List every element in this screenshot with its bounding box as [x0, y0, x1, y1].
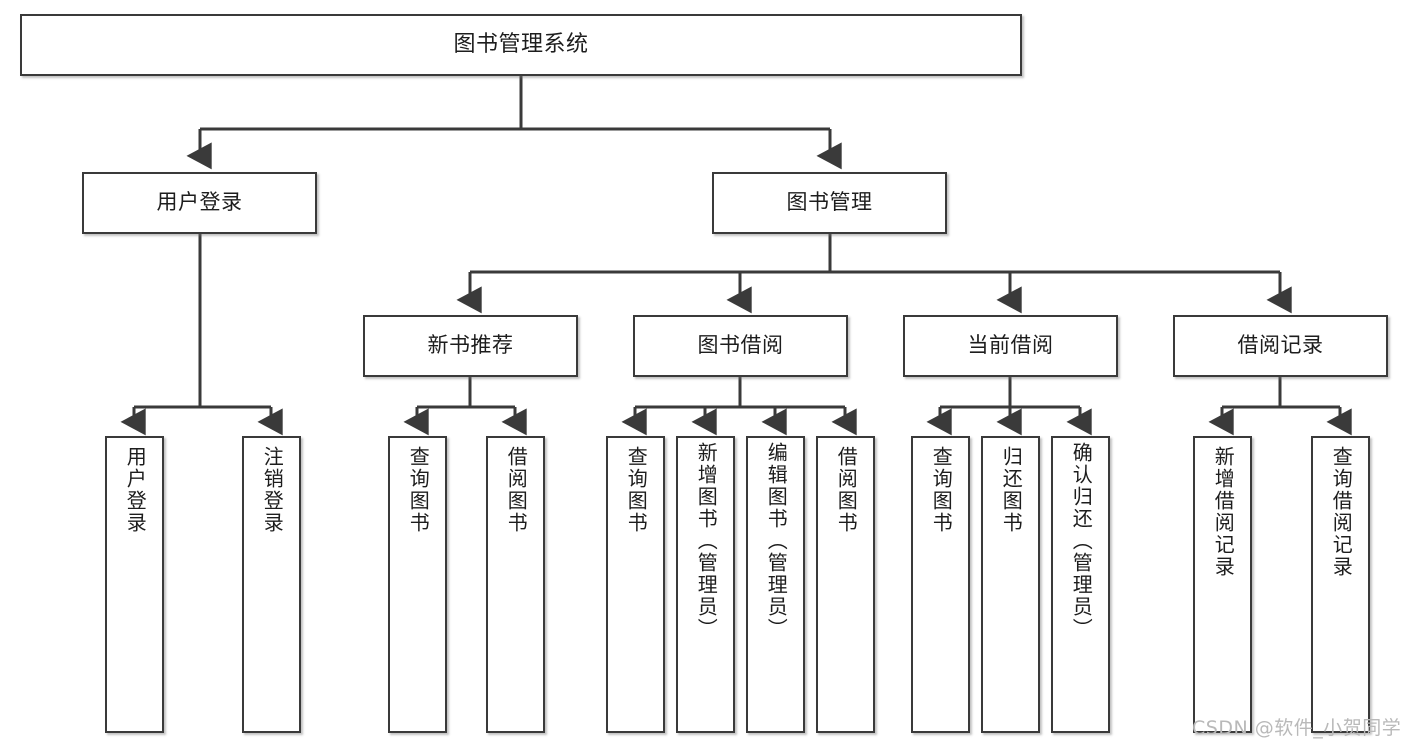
node-label: 图书管理系统: [453, 31, 589, 57]
node-label: 借阅图书: [834, 446, 859, 534]
node-label: 借阅记录: [1237, 333, 1324, 358]
leaf-borrow-book-newbook[interactable]: 借阅图书: [486, 436, 545, 733]
node-root-book-management-system[interactable]: 图书管理系统: [20, 14, 1022, 76]
node-user-login[interactable]: 用户登录: [82, 172, 317, 234]
node-borrowing-record[interactable]: 借阅记录: [1173, 315, 1388, 377]
node-label: 新增图书（管理员）: [694, 442, 719, 640]
leaf-return-book[interactable]: 归还图书: [981, 436, 1040, 733]
node-label: 新增借阅记录: [1211, 446, 1236, 578]
leaf-add-borrow-record[interactable]: 新增借阅记录: [1193, 436, 1252, 733]
node-label: 图书借阅: [697, 333, 784, 358]
leaf-query-borrow-record[interactable]: 查询借阅记录: [1311, 436, 1370, 733]
leaf-borrow-book[interactable]: 借阅图书: [816, 436, 875, 733]
node-label: 当前借阅: [967, 333, 1054, 358]
node-label: 借阅图书: [504, 446, 529, 534]
node-label: 查询图书: [929, 446, 954, 534]
leaf-confirm-return-admin[interactable]: 确认归还（管理员）: [1051, 436, 1110, 733]
node-label: 归还图书: [999, 446, 1024, 534]
node-label: 查询图书: [406, 446, 431, 534]
leaf-query-book-newbook[interactable]: 查询图书: [388, 436, 447, 733]
node-label: 注销登录: [260, 446, 285, 534]
node-label: 查询图书: [624, 446, 649, 534]
node-label: 用户登录: [156, 190, 243, 215]
csdn-watermark: CSDN @软件_小贺同学: [1192, 717, 1402, 739]
leaf-query-book-borrow[interactable]: 查询图书: [606, 436, 665, 733]
leaf-logout-login[interactable]: 注销登录: [242, 436, 301, 733]
node-label: 用户登录: [123, 446, 148, 534]
node-book-management[interactable]: 图书管理: [712, 172, 947, 234]
leaf-query-book-current[interactable]: 查询图书: [911, 436, 970, 733]
node-label: 确认归还（管理员）: [1069, 442, 1094, 640]
leaf-add-book-admin[interactable]: 新增图书（管理员）: [676, 436, 735, 733]
node-book-borrowing[interactable]: 图书借阅: [633, 315, 848, 377]
leaf-edit-book-admin[interactable]: 编辑图书（管理员）: [746, 436, 805, 733]
node-current-borrowing[interactable]: 当前借阅: [903, 315, 1118, 377]
node-label: 查询借阅记录: [1329, 446, 1354, 578]
node-label: 图书管理: [786, 190, 873, 215]
node-label: 编辑图书（管理员）: [764, 442, 789, 640]
node-label: 新书推荐: [427, 333, 514, 358]
leaf-user-login[interactable]: 用户登录: [105, 436, 164, 733]
node-new-book-recommendation[interactable]: 新书推荐: [363, 315, 578, 377]
